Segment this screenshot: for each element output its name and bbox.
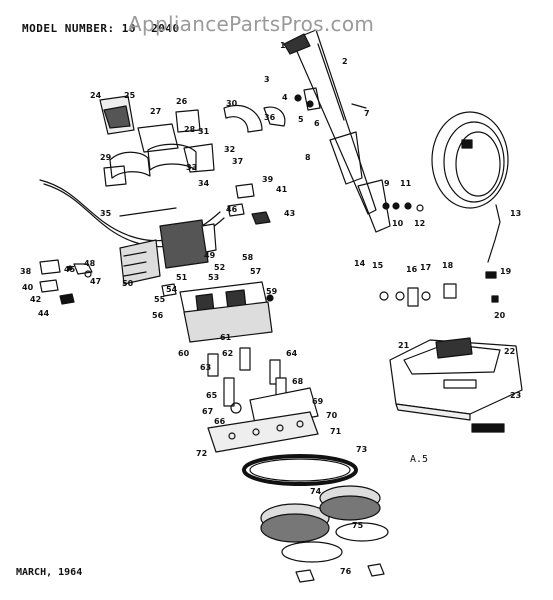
drive-belt (242, 454, 358, 486)
callout-42: 42 (30, 295, 41, 304)
callout-10: 10 (392, 219, 404, 228)
callout-53: 53 (208, 273, 219, 282)
callout-2: 2 (342, 57, 348, 66)
callout-69: 69 (312, 397, 324, 406)
callout-28: 28 (184, 125, 196, 134)
callout-58: 58 (242, 253, 254, 262)
callout-50: 50 (122, 279, 134, 288)
callout-51: 51 (176, 273, 188, 282)
callout-48: 48 (84, 259, 96, 268)
callout-55: 55 (154, 295, 166, 304)
callout-37: 37 (232, 157, 243, 166)
callout-74: 74 (310, 487, 322, 496)
callout-5: 5 (298, 115, 304, 124)
carrying-case (389, 337, 523, 421)
callout-67: 67 (202, 407, 213, 416)
callout-33: 33 (186, 163, 197, 172)
callout-16: 16 (406, 265, 418, 274)
callout-7: 7 (364, 109, 370, 118)
callout-59: 59 (266, 287, 278, 296)
callout-31: 31 (198, 127, 210, 136)
callout-12: 12 (414, 219, 425, 228)
callout-71: 71 (330, 427, 342, 436)
callout-30: 30 (226, 99, 238, 108)
callout-35: 35 (100, 209, 112, 218)
callout-19: 19 (500, 267, 512, 276)
gear-box (179, 281, 274, 343)
callout-18: 18 (442, 261, 454, 270)
switch-parts (379, 202, 499, 307)
callout-57: 57 (250, 267, 261, 276)
callout-62: 62 (222, 349, 233, 358)
callout-27: 27 (150, 107, 161, 116)
callout-11: 11 (400, 179, 412, 188)
mounting-plate (207, 387, 319, 453)
model-number-header: MODEL NUMBER: 10 2040 (22, 22, 180, 35)
callout-44: 44 (38, 309, 50, 318)
callout-1: 1 (280, 41, 286, 50)
callout-46: 46 (226, 205, 238, 214)
callout-numbers: 1 2 3 4 5 6 7 8 9 10 11 12 13 14 15 16 1… (20, 41, 521, 576)
callout-13: 13 (510, 209, 521, 218)
callout-41: 41 (276, 185, 288, 194)
callout-61: 61 (220, 333, 232, 342)
callout-21: 21 (398, 341, 410, 350)
callout-6: 6 (314, 119, 320, 128)
callout-65: 65 (206, 391, 218, 400)
callout-45: 45 (64, 265, 76, 274)
callout-20: 20 (494, 311, 506, 320)
callout-75: 75 (352, 521, 364, 530)
callout-29: 29 (100, 153, 112, 162)
callout-4: 4 (282, 93, 288, 102)
nameplate (471, 423, 505, 433)
callout-36: 36 (264, 113, 276, 122)
print-date: MARCH, 1964 (16, 567, 83, 578)
callout-14: 14 (354, 259, 366, 268)
callout-3: 3 (264, 75, 270, 84)
callout-56: 56 (152, 311, 164, 320)
power-cord (431, 111, 509, 263)
callout-8: 8 (305, 153, 311, 162)
callout-40: 40 (22, 283, 34, 292)
callout-24: 24 (90, 91, 102, 100)
watermark: AppliancePartsPros.com (128, 12, 375, 36)
callout-17: 17 (420, 263, 431, 272)
motor-housing (99, 95, 286, 187)
callout-73: 73 (356, 445, 367, 454)
handle-bracket (294, 87, 391, 233)
callout-63: 63 (200, 363, 211, 372)
callout-49: 49 (204, 251, 216, 260)
callout-60: 60 (178, 349, 190, 358)
motor (73, 219, 217, 285)
page-code: A.5 (410, 454, 429, 465)
callout-52: 52 (214, 263, 225, 272)
callout-72: 72 (196, 449, 207, 458)
callout-23: 23 (510, 391, 521, 400)
callout-76: 76 (340, 567, 352, 576)
scrub-brushes (260, 485, 389, 583)
small-hardware (39, 183, 271, 305)
callout-22: 22 (504, 347, 515, 356)
callout-15: 15 (372, 261, 384, 270)
callout-39: 39 (262, 175, 274, 184)
callout-68: 68 (292, 377, 304, 386)
callout-70: 70 (326, 411, 338, 420)
model-number-tail: 2040 (151, 22, 180, 35)
callout-64: 64 (286, 349, 298, 358)
callout-32: 32 (224, 145, 235, 154)
callout-9: 9 (384, 179, 390, 188)
callout-66: 66 (214, 417, 226, 426)
callout-54: 54 (166, 285, 178, 294)
handle-tube (283, 29, 377, 215)
callout-43: 43 (284, 209, 295, 218)
callout-34: 34 (198, 179, 210, 188)
callout-25: 25 (124, 91, 136, 100)
callout-47: 47 (90, 277, 101, 286)
callout-38: 38 (20, 267, 32, 276)
callout-26: 26 (176, 97, 188, 106)
model-number-label: MODEL NUMBER: 10 (22, 22, 136, 35)
